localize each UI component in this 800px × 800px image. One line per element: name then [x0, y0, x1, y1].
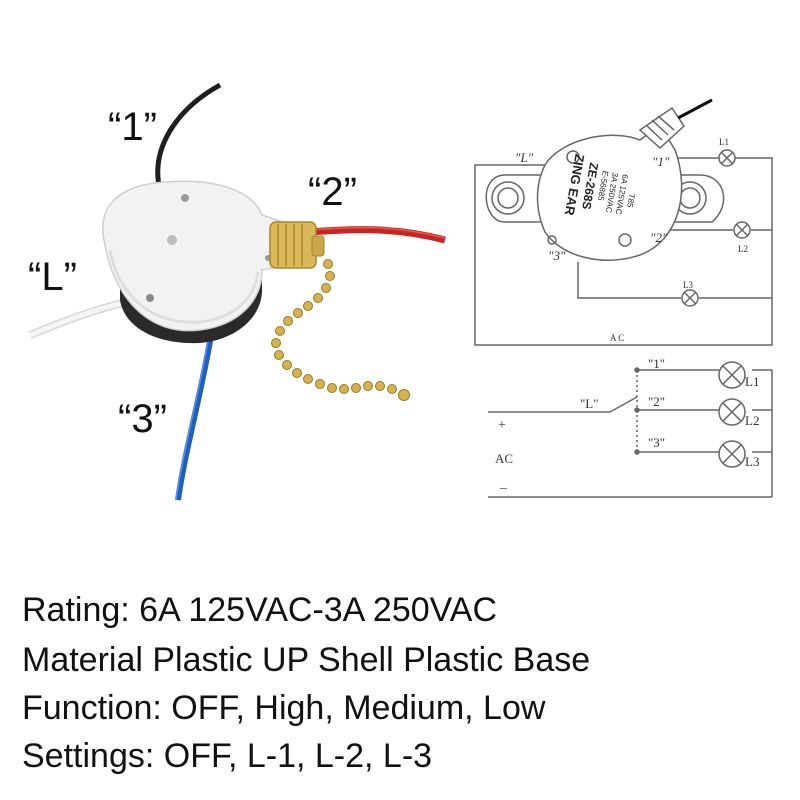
- bottom-lamp-l3: L3: [745, 454, 759, 469]
- spec-rating: Rating: 6A 125VAC-3A 250VAC: [22, 591, 498, 629]
- top-terminal-l: "L": [515, 150, 534, 165]
- lamp-l1-bottom: [718, 361, 746, 389]
- bottom-plus: +: [498, 418, 506, 433]
- bottom-minus: _: [499, 476, 508, 491]
- bottom-terminal-1: "1": [648, 356, 665, 371]
- lamp-l2-bottom: [718, 398, 746, 426]
- bottom-supply-ac: AC: [495, 451, 513, 466]
- switch-blade: [609, 396, 638, 413]
- pull-chain: [271, 259, 410, 401]
- switch-photo: “1” “2” “L” “3”: [28, 82, 446, 501]
- bottom-terminal-l: "L": [580, 396, 599, 411]
- bottom-schematic: [488, 361, 773, 498]
- spec-material: Material Plastic UP Shell Plastic Base: [22, 641, 591, 679]
- top-terminal-1: "1": [652, 154, 670, 169]
- lamp-l1-top: [718, 149, 736, 167]
- blue-wire: [175, 329, 215, 501]
- wire-label-3: “3”: [118, 397, 167, 441]
- diagram-switch-body: [536, 123, 683, 261]
- top-terminal-3: "3": [548, 248, 566, 263]
- bottom-lamp-l1: L1: [745, 374, 759, 389]
- lamp-l3-bottom: [718, 440, 746, 468]
- spec-settings: Settings: OFF, L-1, L-2, L-3: [22, 737, 433, 775]
- top-supply-ac: A C: [610, 333, 624, 343]
- top-terminal-2: "2": [650, 230, 668, 245]
- top-lamp-l3: L3: [683, 280, 693, 290]
- wire-label-1: “1”: [108, 105, 157, 149]
- lamp-l3-top: [681, 289, 699, 307]
- top-lamp-l1: L1: [719, 137, 729, 147]
- wire-label-2: “2”: [308, 170, 357, 214]
- spec-function: Function: OFF, High, Medium, Low: [22, 689, 546, 727]
- lamp-l2-top: [733, 221, 751, 239]
- bottom-terminal-3: "3": [648, 435, 665, 450]
- wire-label-l: “L”: [28, 255, 77, 299]
- bottom-terminal-2: "2": [648, 394, 665, 409]
- black-wire: [155, 82, 222, 191]
- bottom-lamp-l2: L2: [745, 413, 759, 428]
- top-wiring-diagram: [474, 98, 773, 346]
- red-wire: [309, 226, 446, 244]
- svg-text:T85: T85: [625, 193, 636, 209]
- top-lamp-l2: L2: [738, 244, 748, 254]
